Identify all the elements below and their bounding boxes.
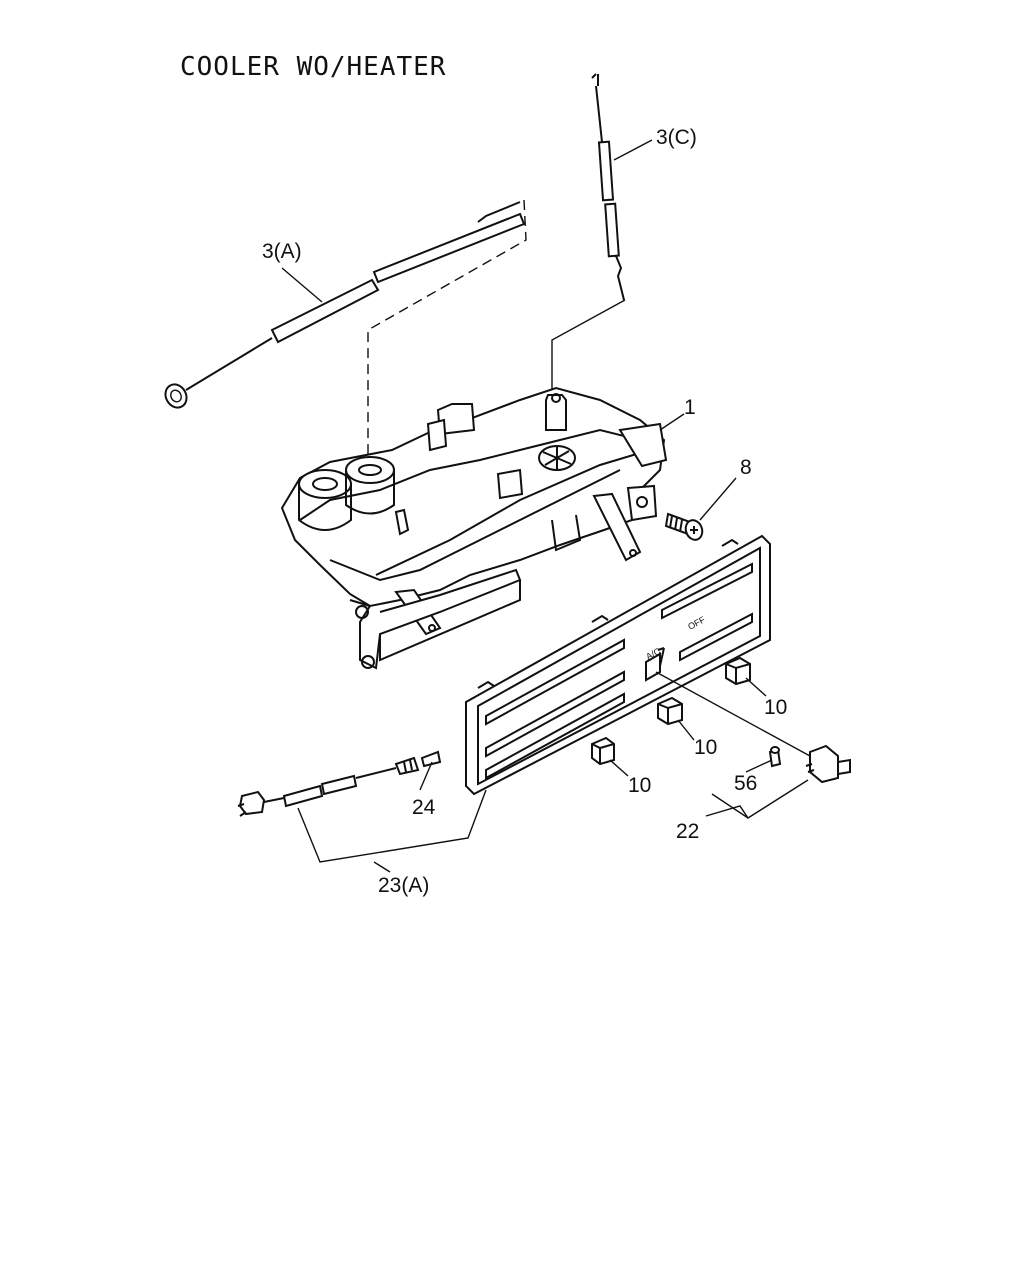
label-10-a: 10 [628,774,651,797]
label-24: 24 [412,796,436,819]
label-10-c: 10 [764,696,787,719]
label-56: 56 [734,772,757,795]
cable-3c [551,73,626,392]
bulb-56 [768,746,782,768]
label-8: 8 [740,456,752,479]
cable-3a [164,199,527,545]
diagram-title: COOLER WO/HEATER [180,52,447,82]
front-panel: OFF A/C [465,534,771,796]
knob-cap-10-a [591,736,615,766]
switch-22 [655,671,851,784]
label-3a: 3(A) [262,240,302,263]
label-10-b: 10 [694,736,717,759]
label-22: 22 [676,820,699,843]
screw-8 [664,512,704,541]
label-1: 1 [684,396,696,419]
control-housing [280,386,668,670]
label-3c: 3(C) [656,126,697,149]
label-23a: 23(A) [378,874,429,897]
leader-lines [281,139,809,873]
knob-cap-10-b [657,696,683,726]
knob-cap-10-c [725,656,751,686]
cable-23a [237,750,442,817]
